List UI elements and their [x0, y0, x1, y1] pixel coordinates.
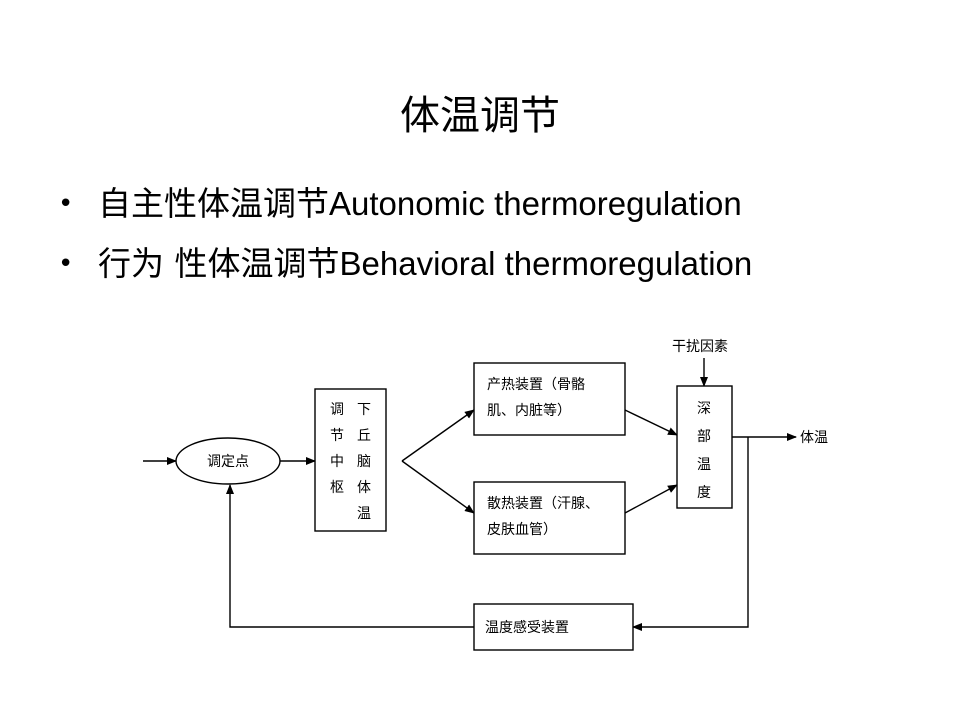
- bullet-behavioral: • 行为 性体温调节Behavioral thermoregulation: [58, 234, 752, 294]
- core-temp-char: 深: [697, 401, 711, 417]
- disturbance-label: 干扰因素: [672, 339, 728, 355]
- center-col2-char: 丘: [357, 428, 371, 444]
- center-to-production-arrow: [401, 409, 475, 462]
- center-col2-char: 脑: [357, 454, 371, 470]
- heat-dissipation-box: [473, 481, 626, 555]
- center-col1-char: 中: [330, 454, 344, 470]
- core-temp-char: 度: [697, 485, 711, 501]
- bullet-autonomic-zh: 自主性体温调节: [98, 184, 329, 223]
- center-to-dissipation-arrow: [401, 460, 475, 514]
- bullet-autonomic-en: Autonomic thermoregulation: [329, 185, 742, 222]
- feedback-to-setpoint-line: [226, 484, 474, 628]
- bullet-dot-icon: •: [58, 189, 74, 219]
- core-temp-char: 温: [697, 457, 711, 473]
- regulation-center-box: [314, 388, 387, 532]
- output-label: 体温: [800, 430, 828, 446]
- heat-dissipation-line: 皮肤血管）: [487, 522, 557, 538]
- sensor-label: 温度感受装置: [485, 619, 569, 636]
- center-col1-char: 调: [330, 402, 344, 418]
- core-temperature-box: [676, 385, 733, 509]
- heat-production-line: 肌、内脏等）: [487, 402, 571, 419]
- feedback-to-sensor-line: [632, 437, 749, 631]
- production-to-core-arrow: [624, 409, 678, 436]
- bullet-list: • 自主性体温调节Autonomic thermoregulation • 行为…: [58, 174, 752, 294]
- center-col2-char: 下: [357, 402, 371, 418]
- heat-dissipation-line: 散热装置（汗腺、: [487, 496, 599, 512]
- heat-production-line: 产热装置（骨骼: [487, 377, 585, 393]
- center-col2-char: 温: [357, 506, 371, 522]
- temperature-sensor-box: [473, 603, 634, 651]
- center-col2-char: 体: [357, 480, 371, 496]
- heat-production-box: [473, 362, 626, 436]
- center-col1-char: 节: [330, 428, 344, 444]
- bullet-behavioral-en: Behavioral thermoregulation: [339, 245, 753, 282]
- dissipation-to-core-arrow: [624, 484, 678, 514]
- bullet-behavioral-zh: 行为 性体温调节: [98, 244, 340, 283]
- set-point-label: 调定点: [207, 454, 249, 470]
- bullet-autonomic: • 自主性体温调节Autonomic thermoregulation: [58, 174, 752, 234]
- center-col1-char: 枢: [330, 480, 344, 496]
- bullet-dot-icon: •: [58, 249, 74, 279]
- core-temp-char: 部: [697, 429, 711, 445]
- slide-title: 体温调节: [400, 93, 560, 139]
